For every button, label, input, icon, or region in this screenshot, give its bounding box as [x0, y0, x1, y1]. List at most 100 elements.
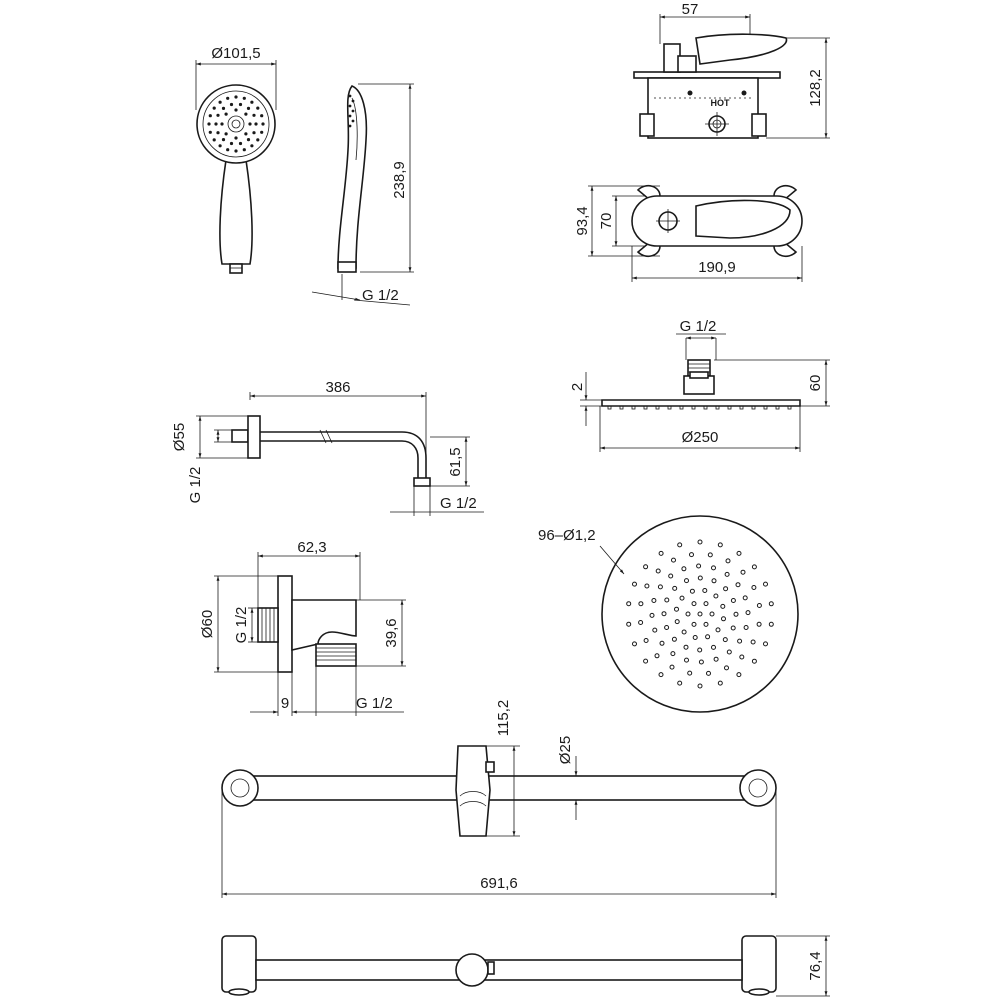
- nozzle-tip: [763, 405, 768, 410]
- nozzle-dot: [715, 627, 721, 633]
- nozzle-dot: [229, 102, 234, 107]
- nozzle-dot: [702, 588, 708, 593]
- nozzle-dot: [740, 569, 746, 575]
- nozzle-tip: [691, 405, 696, 410]
- nozzle-tip: [679, 405, 684, 410]
- mixer-lever-offset-label: 57: [682, 1, 699, 18]
- nozzle-dot: [244, 112, 248, 116]
- nozzle-dot: [705, 634, 711, 640]
- nozzle-dot: [724, 665, 729, 671]
- nozzle-dot: [658, 550, 664, 556]
- nozzle-dot: [703, 621, 709, 627]
- nozzle-tip: [607, 405, 612, 410]
- hand-shower-front-view: Ø101,5: [195, 45, 277, 274]
- nozzle-dot: [751, 585, 757, 590]
- plate-inner-height-label: 70: [598, 213, 615, 230]
- nozzle-dot: [254, 122, 258, 126]
- nozzle-dot: [212, 138, 216, 142]
- nozzle-dot: [348, 104, 352, 108]
- nozzle-dot: [672, 585, 678, 591]
- nozzle-dot: [697, 647, 703, 653]
- nozzle-dot: [711, 578, 717, 584]
- overhead-diameter-label: Ø250: [682, 429, 719, 446]
- nozzle-dot: [632, 581, 637, 587]
- overhead-shower-front-view: 96–Ø1,2: [538, 515, 799, 713]
- nozzle-dot: [252, 113, 256, 117]
- nozzle-dot: [351, 119, 355, 123]
- rail-holder-height-label: 115,2: [495, 700, 512, 736]
- hand-shower-side-view: 238,9 G 1/2: [311, 83, 414, 306]
- overhead-nozzle-label: 96–Ø1,2: [538, 527, 596, 544]
- nozzle-tip: [703, 405, 708, 410]
- outlet-length-label: 62,3: [297, 539, 326, 556]
- nozzle-dot: [684, 657, 689, 663]
- nozzle-dot: [246, 138, 251, 142]
- nozzle-dot: [214, 122, 218, 126]
- nozzle-dot: [703, 601, 709, 607]
- nozzle-dot: [643, 564, 649, 570]
- nozzle-dot: [221, 138, 226, 142]
- arm-length-label: 386: [325, 379, 350, 396]
- nozzle-dot: [707, 552, 713, 558]
- nozzle-dot: [751, 658, 757, 664]
- nozzle-dot: [661, 611, 667, 617]
- nozzle-dot: [697, 611, 703, 617]
- nozzle-tip: [667, 405, 672, 410]
- nozzle-dot: [238, 141, 243, 146]
- nozzle-dot: [664, 625, 670, 630]
- wall-outlet-view: 62,3 Ø60 G 1/2 39,6 9 G 1/2: [199, 539, 406, 716]
- nozzle-dot: [684, 578, 689, 584]
- nozzle-tip: [739, 405, 744, 410]
- nozzle-dot: [768, 621, 774, 627]
- nozzle-dot: [212, 106, 216, 110]
- overhead-shower-side-view: G 1/2 60 2 Ø250: [569, 318, 830, 452]
- nozzle-dot: [723, 586, 729, 592]
- nozzle-dot: [250, 144, 254, 148]
- nozzle-dot: [756, 603, 762, 608]
- nozzle-dot: [234, 95, 238, 99]
- nozzle-dot: [735, 582, 741, 588]
- nozzle-dot: [260, 114, 264, 118]
- nozzle-dot: [711, 565, 716, 571]
- slide-rail-side-view: 76,4: [221, 935, 830, 997]
- rail-length-label: 691,6: [480, 875, 518, 892]
- nozzle-dot: [750, 639, 756, 645]
- nozzle-tip: [775, 405, 780, 410]
- nozzle-dot: [652, 627, 658, 633]
- nozzle-dot: [252, 131, 256, 135]
- nozzle-dot: [655, 568, 661, 574]
- nozzle-tip: [643, 405, 648, 410]
- nozzle-dot: [724, 571, 730, 577]
- nozzle-dot: [717, 542, 723, 548]
- nozzle-dot: [726, 649, 732, 655]
- nozzle-dot: [671, 557, 676, 563]
- mixer-hot-label: HOT: [711, 98, 731, 108]
- nozzle-tip: [631, 405, 636, 410]
- nozzle-dot: [670, 651, 676, 657]
- nozzle-dot: [649, 612, 655, 618]
- nozzle-dot: [218, 144, 222, 148]
- nozzle-dot: [651, 598, 657, 603]
- nozzle-dot: [691, 621, 697, 627]
- nozzle-dot: [683, 644, 689, 650]
- nozzle-dot: [244, 132, 248, 136]
- nozzle-dot: [348, 114, 352, 118]
- nozzle-dot: [348, 124, 352, 128]
- nozzle-dot: [643, 658, 649, 664]
- nozzle-dot: [730, 598, 736, 603]
- nozzle-dot: [691, 601, 697, 607]
- nozzle-tip: [727, 405, 732, 410]
- nozzle-dot: [218, 100, 222, 104]
- mixer-plate-view: 93,4 70 190,9: [574, 184, 803, 282]
- nozzle-dot: [717, 680, 723, 686]
- nozzle-dot: [234, 149, 238, 153]
- nozzle-dot: [632, 641, 637, 647]
- rail-rod-diameter-label: Ø25: [557, 736, 574, 764]
- nozzle-dot: [224, 112, 228, 116]
- nozzle-dot: [207, 122, 211, 126]
- shower-arm-view: 386 Ø55 G 1/2 61,5 G 1/2: [171, 379, 484, 516]
- nozzle-dot: [720, 603, 726, 609]
- nozzle-dot: [638, 620, 644, 625]
- nozzle-dot: [242, 96, 246, 100]
